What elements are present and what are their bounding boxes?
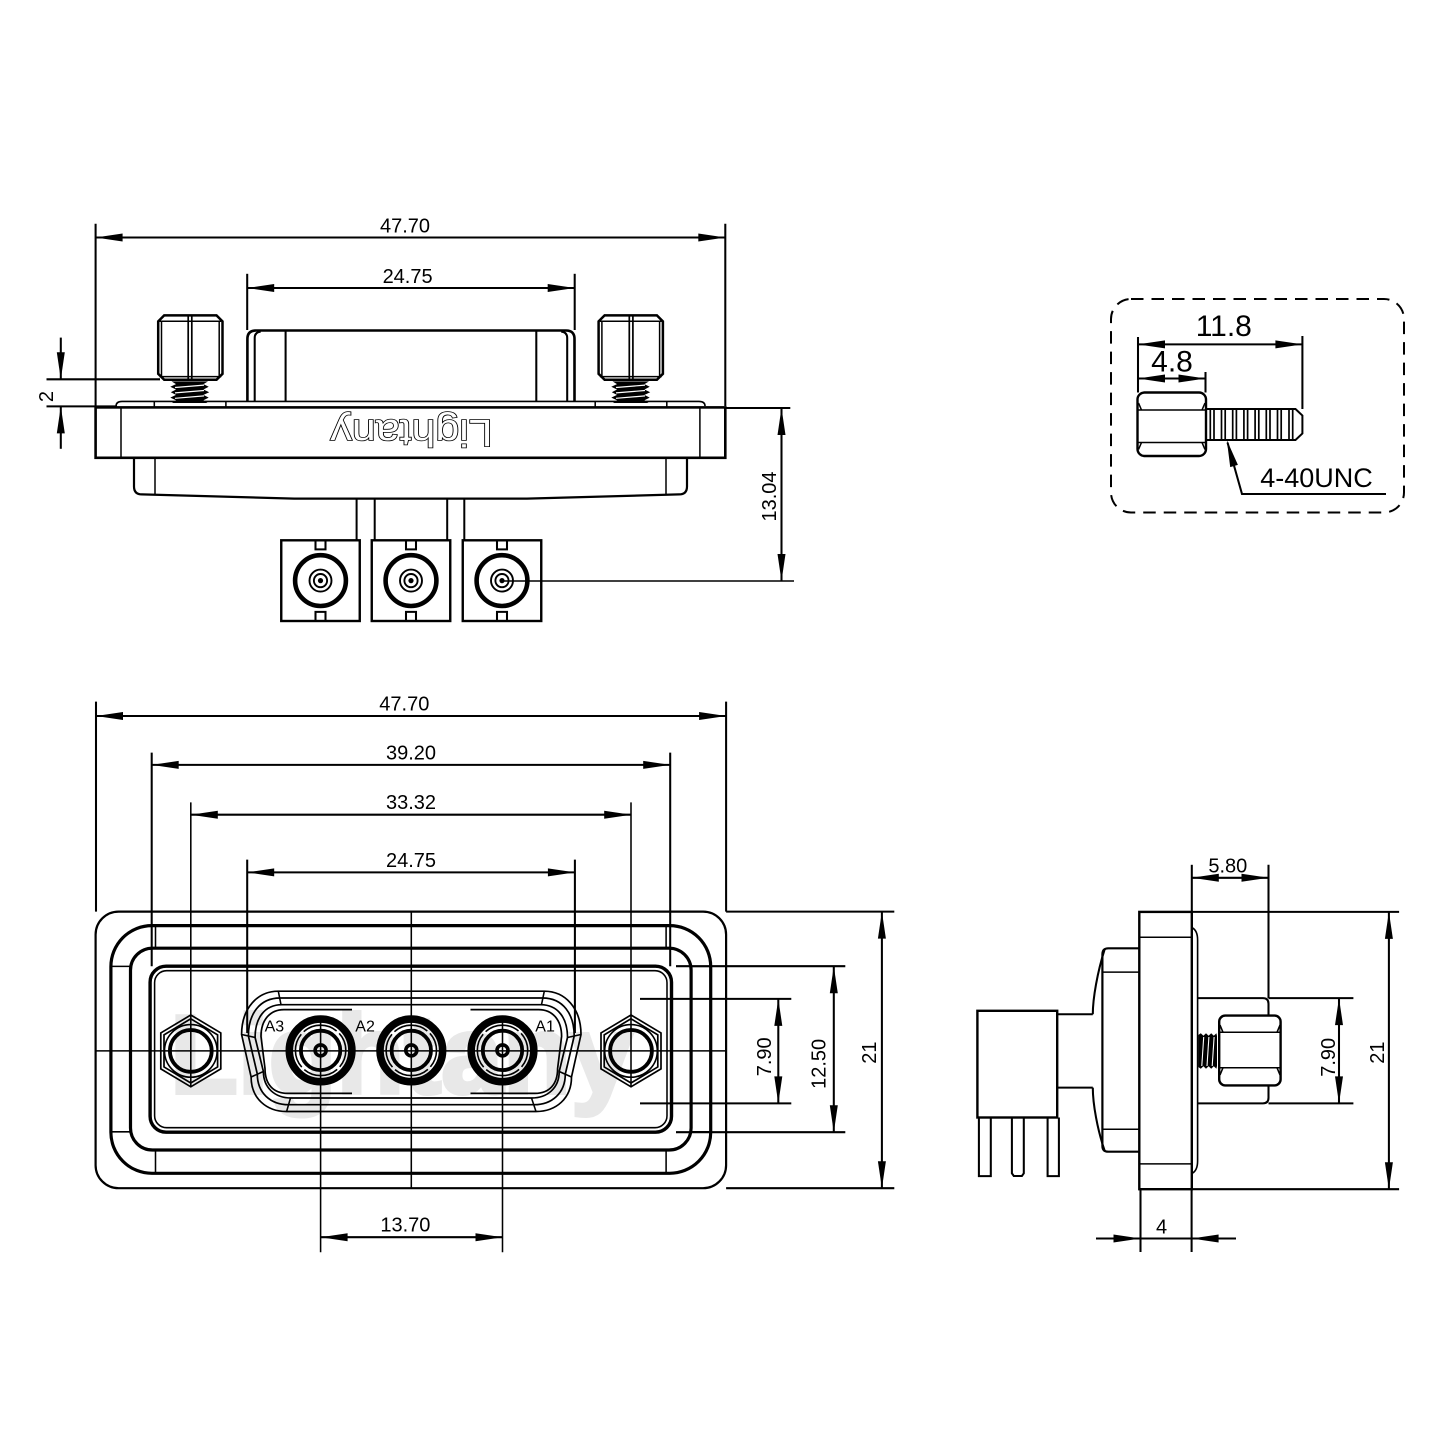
svg-text:24.75: 24.75 <box>386 850 436 872</box>
svg-text:A2: A2 <box>355 1018 375 1035</box>
svg-text:2: 2 <box>36 391 58 402</box>
svg-text:21: 21 <box>859 1041 881 1063</box>
svg-text:A1: A1 <box>535 1018 555 1035</box>
svg-text:7.90: 7.90 <box>754 1037 776 1076</box>
svg-text:13.04: 13.04 <box>759 471 781 521</box>
svg-text:24.75: 24.75 <box>383 266 433 288</box>
svg-text:4.8: 4.8 <box>1151 346 1193 379</box>
svg-text:5.80: 5.80 <box>1208 855 1247 877</box>
svg-text:47.70: 47.70 <box>379 694 429 716</box>
svg-text:12.50: 12.50 <box>809 1039 831 1089</box>
svg-text:13.70: 13.70 <box>380 1215 430 1237</box>
svg-text:47.70: 47.70 <box>380 216 430 238</box>
svg-text:4-40UNC: 4-40UNC <box>1260 463 1373 493</box>
svg-text:7.90: 7.90 <box>1318 1038 1340 1077</box>
svg-text:39.20: 39.20 <box>386 742 436 764</box>
svg-text:A3: A3 <box>265 1018 285 1035</box>
svg-text:11.8: 11.8 <box>1196 310 1252 343</box>
svg-text:33.32: 33.32 <box>386 792 436 814</box>
svg-text:Lightany: Lightany <box>330 411 493 454</box>
svg-text:4: 4 <box>1156 1217 1167 1239</box>
svg-text:21: 21 <box>1367 1041 1389 1063</box>
